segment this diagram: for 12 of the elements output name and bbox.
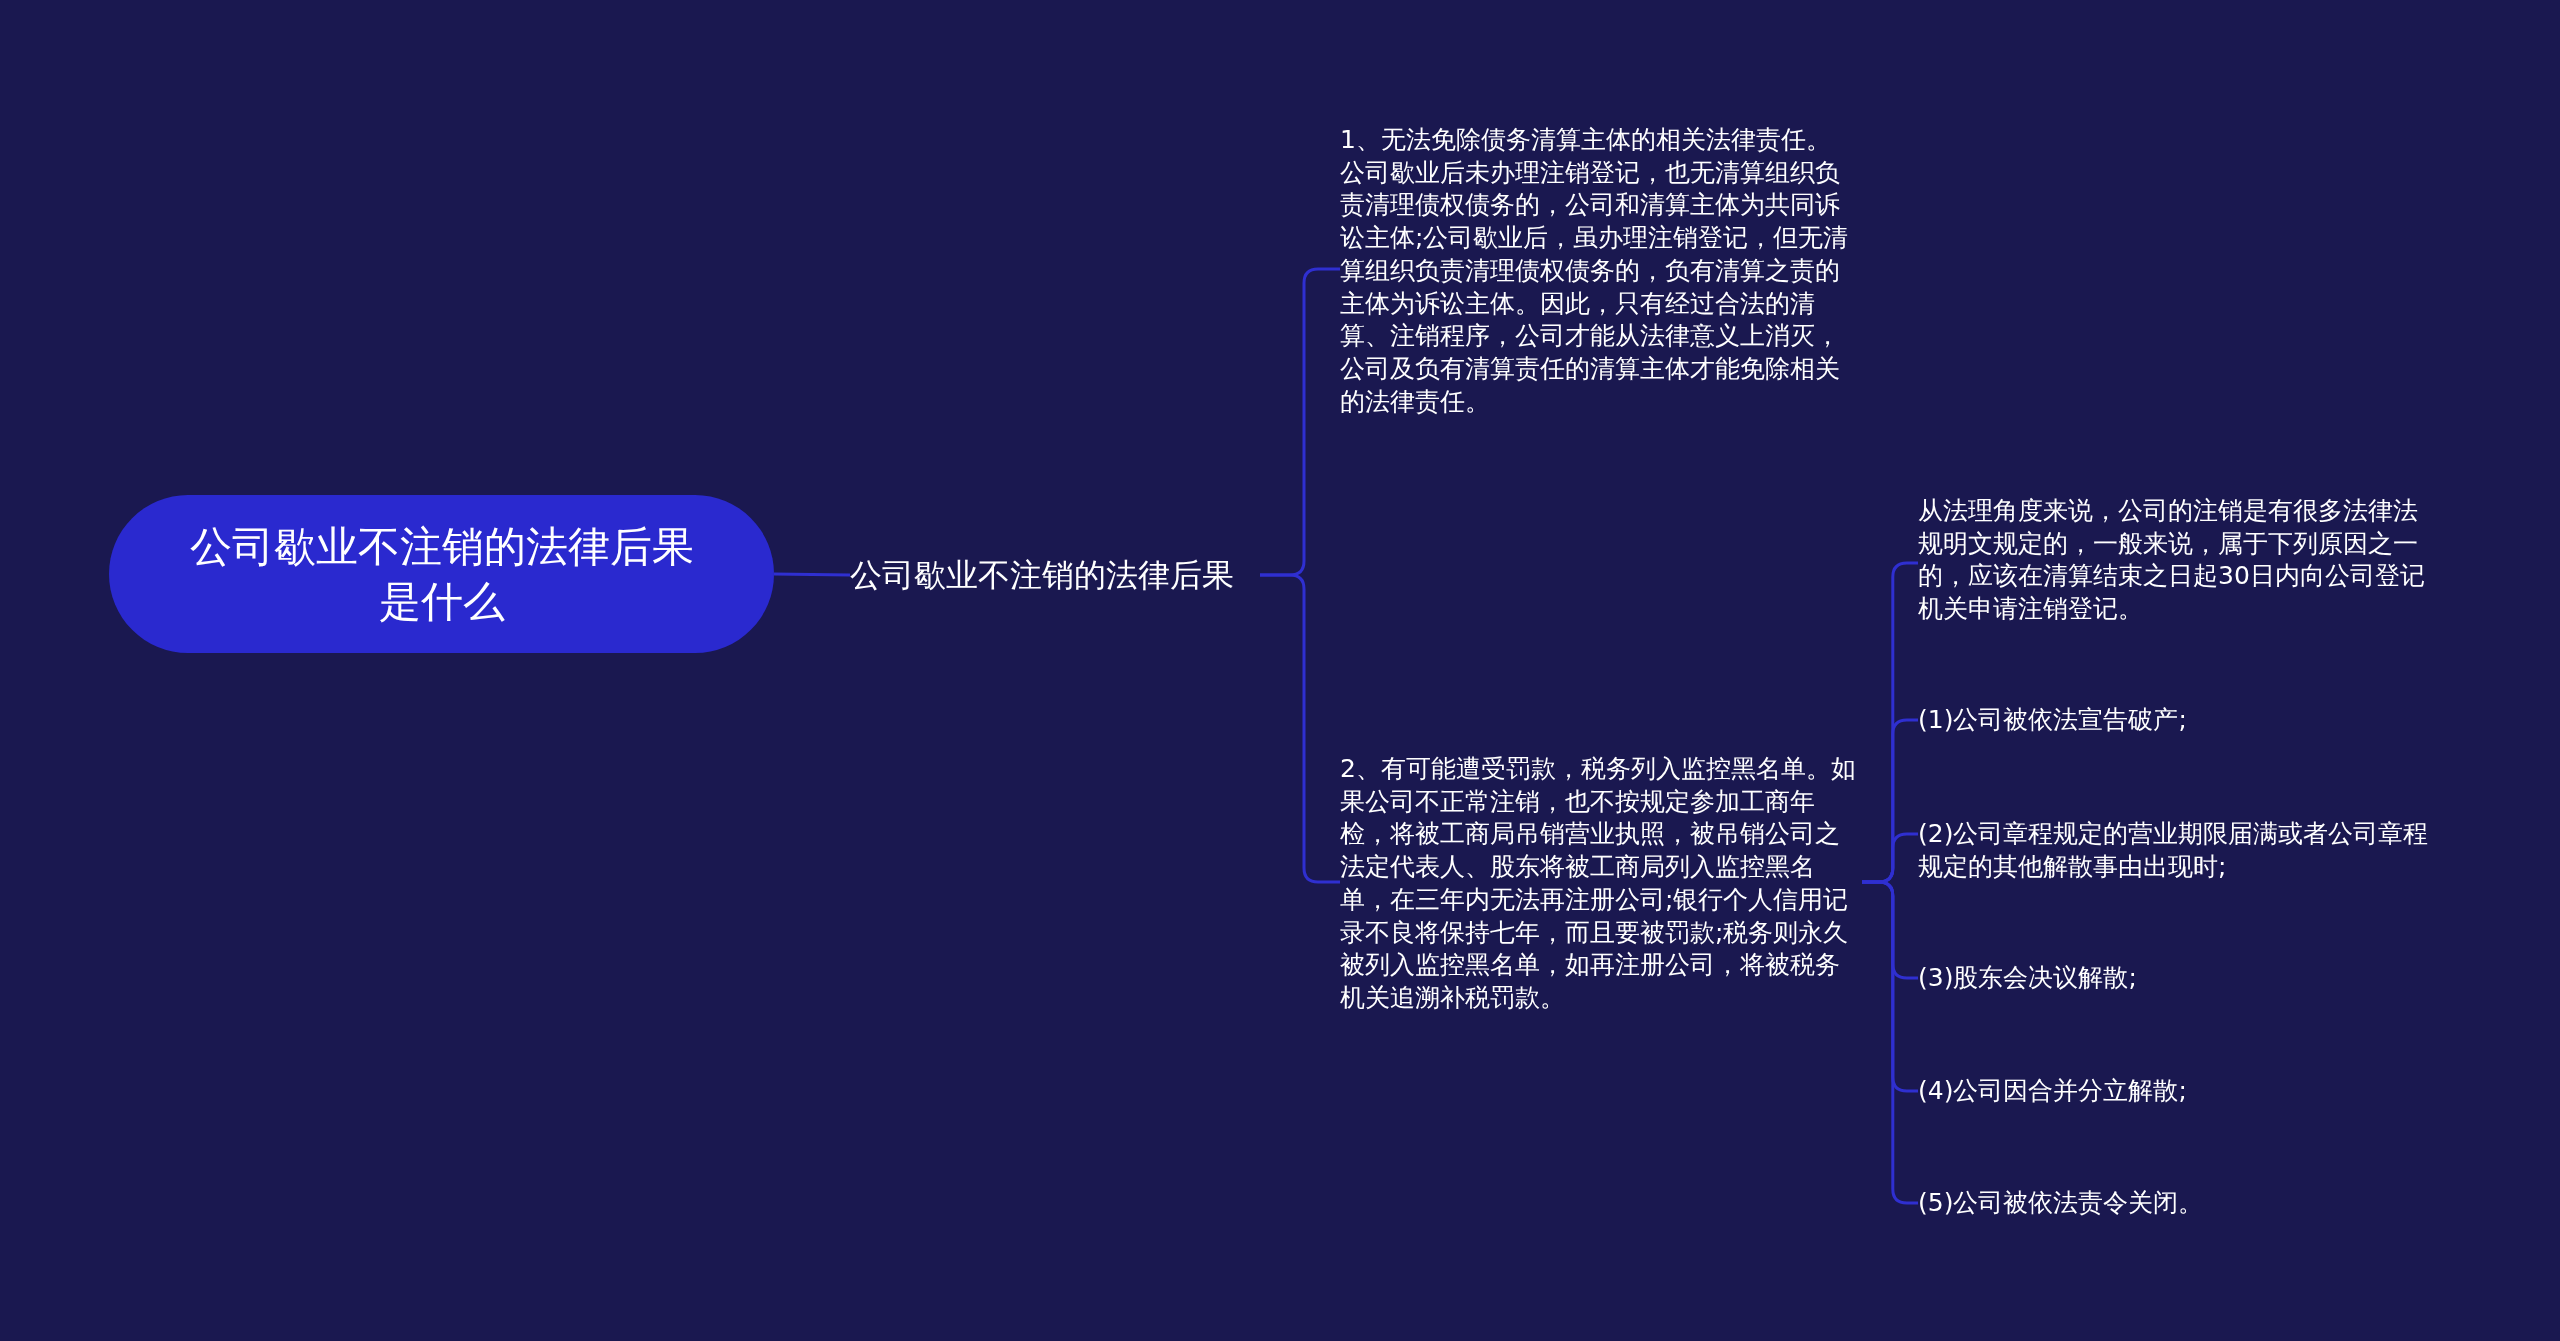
subtopic-text: (5)公司被依法责令关闭。 (1918, 1187, 2438, 1220)
subtopic-text: (1)公司被依法宣告破产; (1918, 704, 2438, 737)
subtopic-text: 1、无法免除债务清算主体的相关法律责任。公司歇业后未办理注销登记，也无清算组织负责清理债权债务的，公司和清算主体为共同诉讼主体;公司歇业后，虽办理注销登记，但无清算组织负责清理债权债务的，负有清算之责的主体为诉讼主体。因此，只有经过合法的清算、注销程序，公司才能从法律意义上消灭，公司及负有清算责任的清算主体才能免除相关的法律责任。 (1340, 124, 1855, 419)
subtopic-text: (3)股东会决议解散; (1918, 962, 2438, 995)
subtopic-text: (4)公司因合并分立解散; (1918, 1075, 2438, 1108)
subtopic-text: 从法理角度来说，公司的注销是有很多法律法规明文规定的，一般来说，属于下列原因之一的，应该在清算结束之日起30日内向公司登记机关申请注销登记。 (1918, 495, 2438, 626)
subtopic-text: (2)公司章程规定的营业期限届满或者公司章程规定的其他解散事由出现时; (1918, 818, 2438, 884)
subtopic-text: 2、有可能遭受罚款，税务列入监控黑名单。如果公司不正常注销，也不按规定参加工商年检，将被工商局吊销营业执照，被吊销公司之法定代表人、股东将被工商局列入监控黑名单，在三年内无法再注册公司;银行个人信用记录不良将保持七年，而且要被罚款;税务则永久被列入监控黑名单，如再注册公司，将被税务机关追溯补税罚款。 (1340, 753, 1862, 1015)
topic-text: 公司歇业不注销的法律后果 (850, 555, 1260, 595)
root-topic: 公司歇业不注销的法律后果是什么 (109, 495, 774, 653)
connector-line (773, 572, 851, 577)
connector-line (1260, 573, 1340, 884)
